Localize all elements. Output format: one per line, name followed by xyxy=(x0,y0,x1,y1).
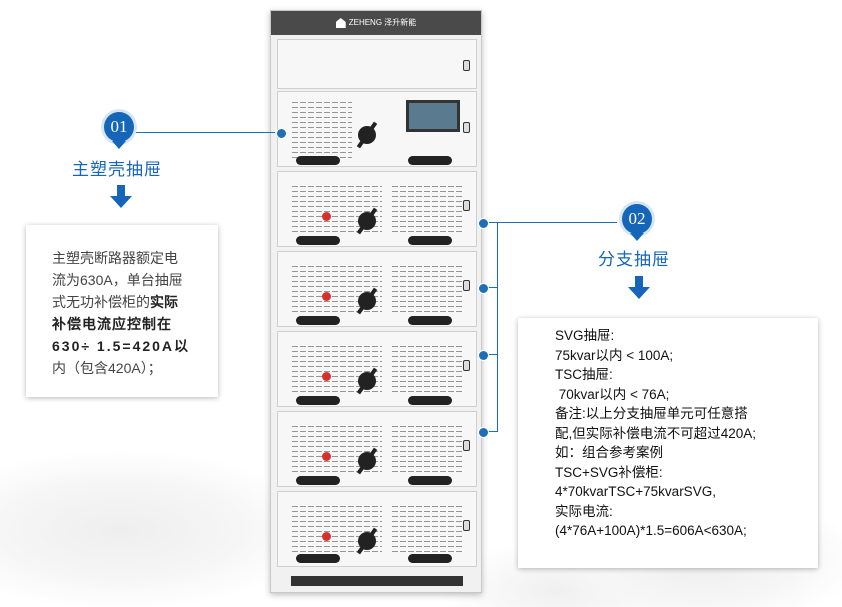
callout-dot xyxy=(478,427,489,438)
logo-text: ZEHENG 泽升新能 xyxy=(348,18,417,27)
rotary-switch-icon xyxy=(358,372,376,390)
spec-line: 实际电流: xyxy=(555,503,613,519)
lock-icon xyxy=(463,122,470,133)
desc-line: 式无功补偿柜的实际 xyxy=(52,294,178,310)
drawer-handle xyxy=(296,476,340,485)
callout-line xyxy=(487,431,497,432)
badge-02: 02 xyxy=(622,204,652,234)
vent-grille xyxy=(392,506,462,552)
vent-grille xyxy=(392,266,462,312)
desc-line: 内（包含420A）； xyxy=(52,360,162,376)
rotary-switch-icon xyxy=(358,532,376,550)
desc-line: 主塑壳断路器额定电 xyxy=(52,250,178,266)
desc-line-bold: 补偿电流应控制在 xyxy=(52,316,172,332)
drawer-handle xyxy=(296,316,340,325)
drawer-handle xyxy=(296,236,340,245)
rotary-switch-icon xyxy=(358,126,376,144)
drawer-handle xyxy=(296,396,340,405)
drawer-handle xyxy=(408,316,452,325)
drawer-handle xyxy=(408,554,452,563)
vent-grille xyxy=(392,426,462,472)
main-drawer xyxy=(277,91,477,167)
drawer-handle xyxy=(296,156,340,165)
red-button-icon xyxy=(322,532,331,541)
desc-line: 流为630A，单台抽屉 xyxy=(52,272,183,288)
main-drawer-title: 主塑壳抽屉 xyxy=(72,160,162,179)
branch-drawer xyxy=(277,171,477,247)
callout-line xyxy=(487,354,497,355)
vent-grille xyxy=(292,98,352,158)
cabinet-logo: ZEHENG 泽升新能 xyxy=(335,18,417,28)
rotary-switch-icon xyxy=(358,452,376,470)
badge-tip xyxy=(630,233,644,241)
branch-drawer xyxy=(277,411,477,487)
spec-line: (4*76A+100A)*1.5=606A<630A; xyxy=(555,523,747,538)
main-drawer-description: 主塑壳断路器额定电 流为630A，单台抽屉 式无功补偿柜的实际 补偿电流应控制在… xyxy=(26,225,218,397)
display-screen xyxy=(406,100,460,132)
top-panel xyxy=(277,39,477,89)
badge-tip xyxy=(112,141,126,149)
spec-line: TSC+SVG补偿柜: xyxy=(555,464,663,480)
drawer-handle xyxy=(408,236,452,245)
badge-01: 01 xyxy=(104,112,134,142)
drawer-handle xyxy=(408,396,452,405)
cabinet-header: ZEHENG 泽升新能 xyxy=(271,11,481,35)
spec-line: TSC抽屉: xyxy=(555,367,613,382)
callout-dot xyxy=(478,283,489,294)
branch-drawer xyxy=(277,331,477,407)
spec-line: 4*70kvarTSC+75kvarSVG, xyxy=(555,484,716,499)
lock-icon xyxy=(463,280,470,291)
house-logo-icon xyxy=(335,18,346,28)
spec-line: 70kvar以内 < 76A; xyxy=(555,386,670,402)
spec-line: SVG抽屉: xyxy=(555,328,615,343)
callout-line xyxy=(497,222,498,432)
drawer-handle xyxy=(408,476,452,485)
lock-icon xyxy=(463,200,470,211)
branch-drawer-description: SVG抽屉: 75kvar以内 < 100A; TSC抽屉: 70kvar以内 … xyxy=(518,318,818,568)
desc-line-bold: 630÷ 1.5=420A以 xyxy=(52,338,191,354)
callout-line xyxy=(131,132,275,133)
down-arrow-icon xyxy=(628,276,650,300)
lock-icon xyxy=(463,520,470,531)
callout-line xyxy=(487,222,617,223)
red-button-icon xyxy=(322,212,331,221)
drawer-handle xyxy=(296,554,340,563)
callout-line xyxy=(487,287,497,288)
callout-dot xyxy=(478,218,489,229)
lock-icon xyxy=(463,440,470,451)
rotary-switch-icon xyxy=(358,292,376,310)
capacitor-cabinet-image: ZEHENG 泽升新能 xyxy=(270,10,482,593)
cabinet-base xyxy=(291,576,463,586)
branch-drawer xyxy=(277,491,477,567)
red-button-icon xyxy=(322,292,331,301)
vent-grille xyxy=(392,186,462,232)
branch-drawer-title: 分支抽屉 xyxy=(598,250,670,269)
spec-line: 配,但实际补偿电流不可超过420A; xyxy=(555,425,757,441)
drawer-handle xyxy=(408,156,452,165)
spec-line: 备注:以上分支抽屉单元可任意搭 xyxy=(555,406,748,421)
spec-line: 75kvar以内 < 100A; xyxy=(555,347,674,363)
rotary-switch-icon xyxy=(358,212,376,230)
callout-dot xyxy=(478,350,489,361)
lock-icon xyxy=(463,360,470,371)
red-button-icon xyxy=(322,372,331,381)
callout-dot xyxy=(276,128,287,139)
vent-grille xyxy=(392,346,462,392)
down-arrow-icon xyxy=(110,185,132,209)
red-button-icon xyxy=(322,452,331,461)
spec-line: 如：组合参考案例 xyxy=(555,445,663,460)
branch-drawer xyxy=(277,251,477,327)
lock-icon xyxy=(463,60,470,71)
